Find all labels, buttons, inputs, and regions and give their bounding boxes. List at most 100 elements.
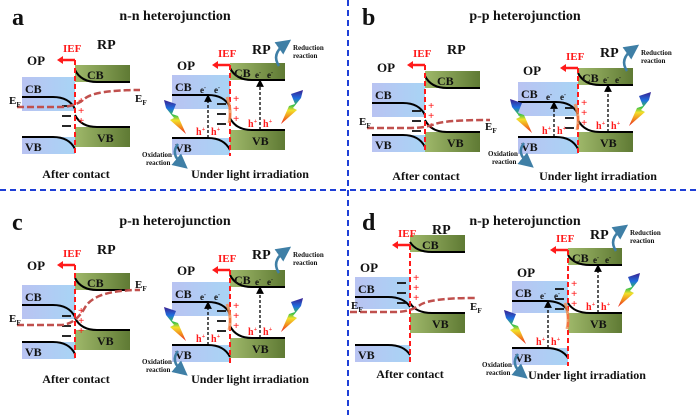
rp-cb-edge (577, 72, 633, 86)
caption-under-light: Under light irradiation (528, 368, 646, 382)
op-cb-label: CB (358, 282, 375, 296)
positive-charge: + (428, 110, 434, 122)
oxidation-label-line2: reaction (492, 158, 516, 166)
op-cb-edge (355, 296, 411, 308)
ef-left-label-sub: F (16, 101, 21, 109)
rp-label: RP (432, 223, 451, 238)
op-vb-label: VB (175, 141, 192, 155)
electron-label-main: e (560, 92, 564, 102)
electron-label-main: e (603, 75, 607, 85)
light-bolt-icon (629, 92, 651, 126)
ef-right-label-main: E (470, 301, 477, 313)
hole-label-main: h (196, 127, 202, 138)
caption-under-light: Under light irradiation (539, 169, 657, 183)
electron-label-sub: - (619, 75, 621, 81)
electron-label-main: e (200, 292, 204, 302)
light-bolt-shape (629, 92, 651, 126)
hole-label: h+ (586, 301, 596, 313)
rp-label: RP (447, 43, 466, 58)
rp-cb-edge (424, 75, 480, 89)
hole-label-sub: + (217, 333, 221, 340)
positive-charge: + (581, 117, 587, 129)
ef-left-label-main: E (359, 116, 366, 128)
hole-label: h+ (211, 126, 221, 138)
positive-charge: + (413, 292, 419, 304)
op-label: OP (27, 258, 45, 273)
op-vb-band (172, 138, 230, 155)
light-bolt-icon (504, 310, 526, 344)
op-label: OP (523, 63, 541, 78)
hole-label-sub: + (592, 301, 596, 308)
panel-title: n-n heterojunction (119, 9, 231, 24)
electron-label-sub: - (204, 292, 206, 298)
hole-label-main: h (542, 126, 548, 137)
rp-label: RP (97, 38, 116, 53)
ef-right-label: EF (135, 279, 147, 293)
rp-cb-band (75, 273, 130, 290)
op-cb-band (512, 281, 568, 313)
fermi-level-line (17, 288, 141, 327)
op-vb-label: VB (358, 348, 375, 362)
positive-charge: + (78, 105, 84, 117)
rp-cb-band (568, 248, 622, 265)
hole-label-sub: + (202, 126, 206, 133)
op-label: OP (360, 260, 378, 275)
positive-charge: + (428, 100, 434, 112)
electron-label: e- (214, 292, 220, 302)
light-bolt-icon (281, 90, 303, 124)
positive-charge: + (233, 300, 239, 312)
ef-right-label-sub: F (477, 307, 482, 315)
light-bolt-shape (510, 99, 532, 133)
positive-charge: + (233, 93, 239, 105)
oxidation-label-line2: reaction (146, 366, 170, 374)
hole-label-sub: + (602, 120, 606, 127)
electron-label-main: e (593, 255, 597, 265)
rp-cb-label: CB (234, 273, 251, 287)
electron-label: e- (255, 70, 261, 80)
rp-vb-label: VB (600, 136, 617, 150)
electron-label-main: e (200, 85, 204, 95)
hole-label-sub: + (202, 333, 206, 340)
rp-cb-edge (74, 277, 130, 291)
op-vb-label: VB (25, 140, 42, 154)
op-cb-edge (372, 102, 426, 116)
rp-cb-band (75, 65, 130, 82)
oxidation-label-line2: reaction (486, 369, 510, 377)
panel-letter: d (362, 210, 376, 236)
oxidation-label-line1: Oxidation (488, 150, 518, 158)
rp-cb-label: CB (234, 66, 251, 80)
rp-vb-edge (229, 325, 285, 339)
rp-cb-label: CB (582, 71, 599, 85)
rp-vb-edge (424, 119, 480, 133)
rp-vb-band (75, 330, 130, 350)
electron-label: e- (255, 277, 261, 287)
rp-cb-edge (567, 254, 622, 266)
positive-charge: + (78, 305, 84, 317)
ef-right-label: EF (135, 93, 147, 107)
op-vb-band (355, 345, 410, 362)
oxidation-label-line1: Oxidation (142, 151, 172, 159)
op-vb-label: VB (375, 138, 392, 152)
hole-label-sub: + (254, 118, 258, 125)
hole-label-main: h (586, 302, 592, 313)
rp-cb-edge (409, 241, 465, 253)
op-vb-edge (22, 341, 76, 355)
electron-label-main: e (267, 277, 271, 287)
rp-vb-label: VB (97, 334, 114, 348)
oxidation-label-line1: Oxidation (482, 361, 512, 369)
rp-cb-label: CB (87, 68, 104, 82)
reduction-arrow-icon (274, 39, 292, 67)
hole-label: h+ (611, 120, 621, 132)
reduction-label-line1: Reduction (293, 251, 324, 259)
ief-label: IEF (63, 43, 82, 55)
reduction-arrow-icon (274, 246, 292, 274)
positive-charge: + (581, 107, 587, 119)
op-label: OP (377, 60, 395, 75)
op-cb-label: CB (25, 82, 42, 96)
electron-label: e- (560, 92, 566, 102)
electron-label: e- (540, 291, 546, 301)
op-label: OP (517, 265, 535, 280)
ef-right-label-sub: F (492, 127, 497, 135)
